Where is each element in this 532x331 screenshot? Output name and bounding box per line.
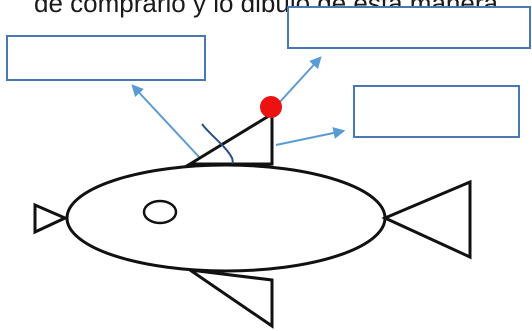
arrow-to-left-box — [131, 84, 201, 159]
fish-body — [65, 163, 387, 273]
arrow-to-right-box — [275, 127, 346, 146]
tail-fin — [381, 179, 472, 260]
left-fin — [33, 202, 69, 235]
bottom-fin — [189, 268, 274, 329]
eye — [142, 199, 178, 225]
red-dot-marker — [260, 96, 282, 118]
arrow-to-top-right-box — [277, 56, 322, 105]
label-box-top-right[interactable] — [287, 6, 531, 49]
label-box-left[interactable] — [6, 35, 206, 81]
label-box-right[interactable] — [353, 85, 520, 138]
